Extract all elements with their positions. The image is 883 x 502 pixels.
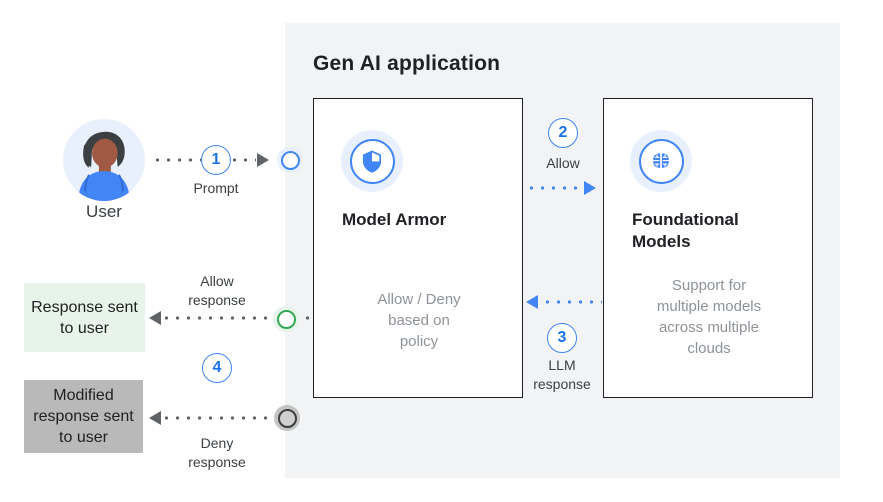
modified-response-text: Modified response sent to user [33,387,134,446]
model-armor-icon-halo [341,130,403,192]
step-2-badge: 2 [548,118,578,148]
user-label: User [86,202,122,221]
allow-response-dotted-line [161,316,272,320]
port-inner-circle [276,309,296,329]
user-avatar [63,119,145,201]
deny-response-dotted-line [161,416,273,420]
foundational-models-description: Support for multiple models across multi… [656,277,762,357]
model-armor-box: Model Armor Allow / Deny based on policy [313,98,523,398]
panel-title: Gen AI application [313,52,501,75]
deny-decision-port [274,405,300,431]
response-sent-text: Response sent to user [31,298,138,337]
allow-response-arrowhead [149,311,161,325]
step-4-badge: 4 [202,353,232,383]
foundational-models-icon-halo [630,130,692,192]
llm-response-dotted-line [542,300,602,304]
deny-response-label: Deny response [188,435,246,470]
shield-icon [362,150,382,173]
port-inner-circle [280,150,300,170]
llm-response-label: LLM response [533,357,591,392]
llm-response-arrowhead [526,295,538,309]
allow-response-stub-dots [302,316,314,320]
allow-decision-port [273,306,299,332]
modified-response-box: Modified response sent to user [24,380,143,453]
allow-label: Allow [546,155,580,171]
prompt-arrowhead [257,153,269,167]
deny-response-arrowhead [149,411,161,425]
prompt-entry-port [277,147,303,173]
allow-response-label: Allow response [188,273,246,308]
foundational-models-title: Foundational Models [632,210,739,251]
person-icon [63,119,145,201]
response-sent-box: Response sent to user [24,283,145,352]
allow-dotted-line [526,186,584,190]
step-1-badge: 1 [201,145,231,175]
prompt-label: Prompt [193,180,239,196]
model-armor-description: Allow / Deny based on policy [377,291,461,350]
allow-arrowhead [584,181,596,195]
port-inner-circle [277,408,297,428]
model-armor-icon-ring [349,138,395,184]
brain-icon [653,153,669,168]
step-3-badge: 3 [547,323,577,353]
foundational-models-icon-ring [638,138,684,184]
model-armor-title: Model Armor [342,210,447,229]
foundational-models-box: Foundational Models Support for multiple… [603,98,813,398]
